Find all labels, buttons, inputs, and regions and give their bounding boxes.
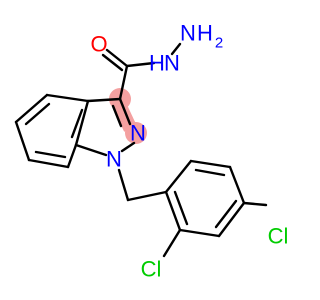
bond-c3-c3a	[86, 97, 122, 103]
amine-h-label: H	[149, 51, 165, 76]
bond-n1-ch2	[117, 168, 130, 202]
bond-c3p-c4p	[217, 201, 246, 238]
bond-c6-c7-inner	[34, 150, 67, 159]
bonds	[14, 42, 268, 258]
chlorine-ortho-label: Cl	[141, 257, 162, 282]
pyrazole-n2-label: N	[130, 121, 146, 146]
bond-c3-ccarbonyl	[118, 64, 129, 101]
amine-nh2-n-label: N	[180, 21, 196, 46]
chlorine-para-label: Cl	[268, 224, 289, 249]
oxygen-label: O	[90, 32, 107, 57]
bond-n1-c7a	[74, 143, 108, 157]
bond-c1p-c2p	[164, 190, 182, 232]
bond-c6-c7	[27, 158, 70, 169]
bond-nh-nh2	[170, 42, 182, 56]
bond-c6p-c1p	[164, 159, 193, 194]
amine-nh2-h-label: H	[197, 21, 213, 46]
bond-c5-c6	[14, 120, 31, 162]
bond-c2p-cl	[162, 228, 182, 258]
bond-c3a-c4	[45, 93, 90, 103]
pyrazole-n1-label: N	[106, 147, 122, 172]
bond-c3a-c7a-inner	[70, 108, 84, 139]
bond-c4-c5	[14, 93, 49, 124]
bond-c3-n2	[118, 97, 132, 126]
bond-c2p-c3p	[178, 228, 221, 238]
bond-c4-c5-inner	[24, 102, 51, 126]
amine-h2-subscript: 2	[215, 35, 223, 52]
bond-c5p-c6p	[189, 159, 232, 169]
bond-c-o-2	[101, 53, 124, 72]
bond-ch2-c1p	[126, 190, 168, 202]
bond-c3p-c4p-inner	[214, 199, 238, 229]
bond-c4p-c5p	[228, 165, 246, 205]
amine-n-label: N	[164, 51, 180, 76]
atom-labels: O N H H 2 N N N Cl Cl	[90, 21, 288, 282]
molecule-structure: O N H H 2 N N N Cl Cl	[14, 21, 288, 282]
bond-c3a-c7a	[74, 99, 90, 147]
bond-c-o-1	[105, 48, 129, 68]
bond-c-nh	[125, 61, 156, 68]
bond-c1p-c2p-inner	[173, 190, 189, 226]
bond-c3-n2-inner	[111, 104, 123, 128]
bond-c4p-cl	[242, 201, 268, 207]
bond-c7-c7a	[66, 143, 78, 169]
bond-n2-n1	[120, 141, 136, 153]
bond-c5p-c6p-inner	[194, 168, 226, 177]
